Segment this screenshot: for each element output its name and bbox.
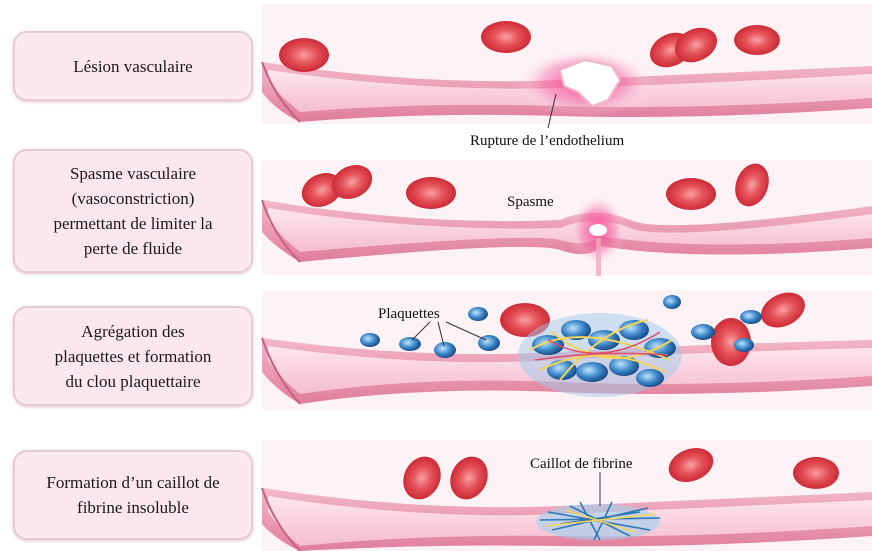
platelet-plug [518,313,682,397]
red-blood-cell [279,38,329,72]
spasm-site [589,224,607,236]
annotation-fibrin: Caillot de fibrine [530,456,633,472]
red-blood-cell [481,21,531,53]
platelet [434,342,456,358]
vessel-panel-2: Spasme [262,159,872,276]
platelet [399,337,421,351]
annotation-platelets: Plaquettes [378,306,440,322]
platelet [468,307,488,321]
red-blood-cell [406,177,456,209]
platelet [734,338,754,352]
vessel-panel-3: Plaquettes [262,286,872,410]
vessel-panel-4: Caillot de fibrine [262,440,872,551]
annotation-rupture: Rupture de l’endothelium [470,133,624,149]
red-blood-cell [734,25,780,55]
platelet [360,333,380,347]
red-blood-cell [666,178,716,210]
vessel-panel-1: Rupture de l’endothelium [262,4,872,149]
red-blood-cell [793,457,839,489]
platelet [691,324,715,340]
platelet [740,310,762,324]
platelet [663,295,681,309]
annotation-spasm: Spasme [507,194,554,210]
